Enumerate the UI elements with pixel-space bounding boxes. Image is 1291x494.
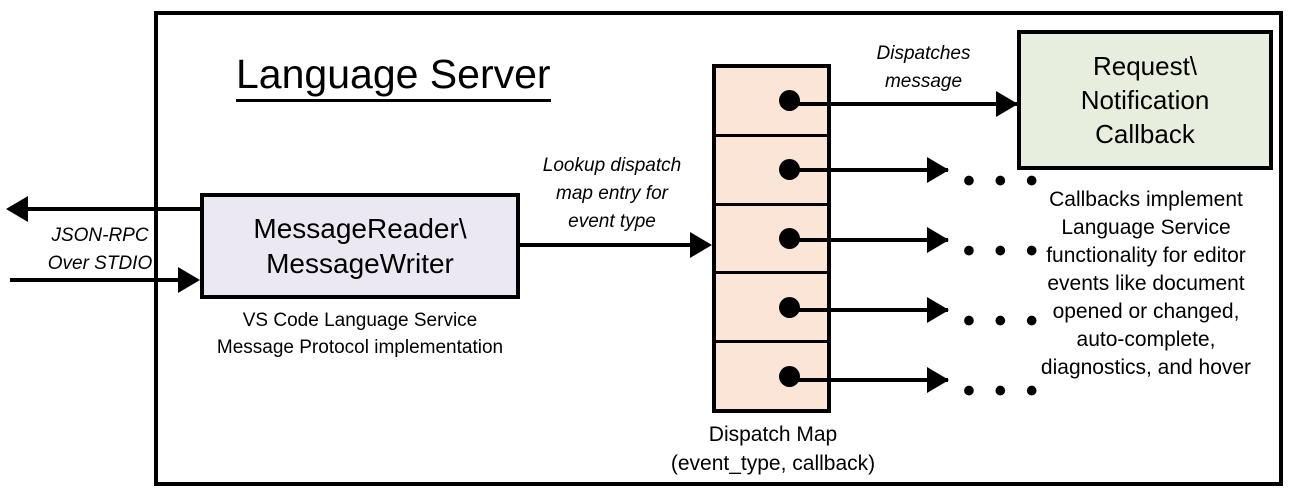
- dispatch-row-2-line: [790, 168, 948, 172]
- page-title-text: Language Server: [236, 51, 551, 102]
- dispatch-message-label-line2: message: [884, 71, 963, 92]
- dispatch-row-5-line: [790, 378, 948, 382]
- callback-caption-line2: Language Service: [1061, 216, 1231, 239]
- callback-box-line2: Notification: [1080, 85, 1210, 115]
- outgoing-transport-arrowhead: [6, 196, 28, 222]
- transport-label-line2: Over STDIO: [47, 253, 153, 274]
- callback-box-line1: Request\: [1092, 51, 1198, 81]
- dispatch-row-1-line: [790, 102, 1017, 106]
- callback-box-line3: Callback: [1095, 119, 1195, 149]
- callback-dot-icon: [779, 227, 800, 249]
- callback-caption-line4: events like document: [1047, 272, 1245, 295]
- callback-dot-icon: [779, 296, 800, 318]
- dispatch-row-1-arrowhead: [996, 91, 1018, 117]
- incoming-transport-arrowhead: [178, 267, 200, 293]
- dispatch-row-2-arrowhead: [927, 157, 949, 183]
- page-title: Language Server: [236, 50, 656, 102]
- dispatch-map-caption: Dispatch Map (event_type, callback): [660, 420, 886, 478]
- callback-caption-line5: opened or changed,: [1052, 300, 1240, 323]
- dispatch-row-5-arrowhead: [927, 367, 949, 393]
- dispatch-message-label-line1: Dispatches: [876, 43, 971, 64]
- dispatch-row-3-arrowhead: [927, 227, 949, 253]
- dispatch-map-caption-line1: Dispatch Map: [708, 423, 838, 446]
- incoming-transport-line: [10, 278, 182, 282]
- callback-dot-icon: [779, 159, 800, 181]
- message-reader-writer-label: MessageReader\ MessageWriter: [253, 211, 466, 281]
- request-notification-callback-label: Request\ Notification Callback: [1081, 49, 1210, 151]
- lookup-label-line1: Lookup dispatch: [542, 155, 682, 176]
- lookup-connector-line: [519, 243, 694, 247]
- dispatch-row-3-line: [790, 238, 948, 242]
- dispatch-row-5-ellipsis: • • •: [963, 372, 1043, 410]
- callback-caption-line3: functionality for editor: [1046, 244, 1246, 267]
- outgoing-transport-line: [28, 207, 202, 211]
- lookup-connector-arrowhead: [690, 232, 712, 258]
- message-reader-writer-box[interactable]: MessageReader\ MessageWriter: [200, 193, 520, 299]
- lookup-label: Lookup dispatch map entry for event type: [512, 152, 712, 236]
- dispatch-map-caption-line2: (event_type, callback): [670, 452, 876, 475]
- transport-label-line1: JSON-RPC: [51, 225, 149, 246]
- table-row[interactable]: [716, 206, 827, 275]
- callback-caption-line1: Callbacks implement: [1049, 188, 1243, 211]
- message-reader-line: MessageReader\: [253, 213, 467, 244]
- table-row[interactable]: [716, 343, 827, 409]
- lookup-label-line2: map entry for: [556, 183, 668, 204]
- table-row[interactable]: [716, 137, 827, 206]
- message-reader-caption: VS Code Language Service Message Protoco…: [190, 307, 530, 361]
- transport-label: JSON-RPC Over STDIO: [20, 222, 180, 278]
- callback-dot-icon: [779, 90, 800, 112]
- callback-caption-line6: auto-complete,: [1076, 328, 1216, 351]
- request-notification-callback-box[interactable]: Request\ Notification Callback: [1017, 30, 1273, 170]
- callback-dot-icon: [779, 365, 800, 387]
- dispatch-row-4-arrowhead: [927, 297, 949, 323]
- lookup-label-line3: event type: [568, 211, 656, 232]
- table-row[interactable]: [716, 68, 827, 137]
- callback-caption-line7: diagnostics, and hover: [1040, 356, 1252, 379]
- message-reader-caption-line2: Message Protocol implementation: [216, 337, 504, 358]
- table-row[interactable]: [716, 274, 827, 344]
- message-reader-caption-line1: VS Code Language Service: [242, 310, 478, 331]
- dispatch-message-label: Dispatches message: [836, 40, 1011, 96]
- dispatch-row-2-ellipsis: • • •: [963, 162, 1043, 200]
- dispatch-row-4-line: [790, 308, 948, 312]
- language-server-boundary: [154, 11, 1283, 486]
- message-writer-line: MessageWriter: [266, 248, 454, 279]
- callback-caption: Callbacks implement Language Service fun…: [1008, 186, 1284, 382]
